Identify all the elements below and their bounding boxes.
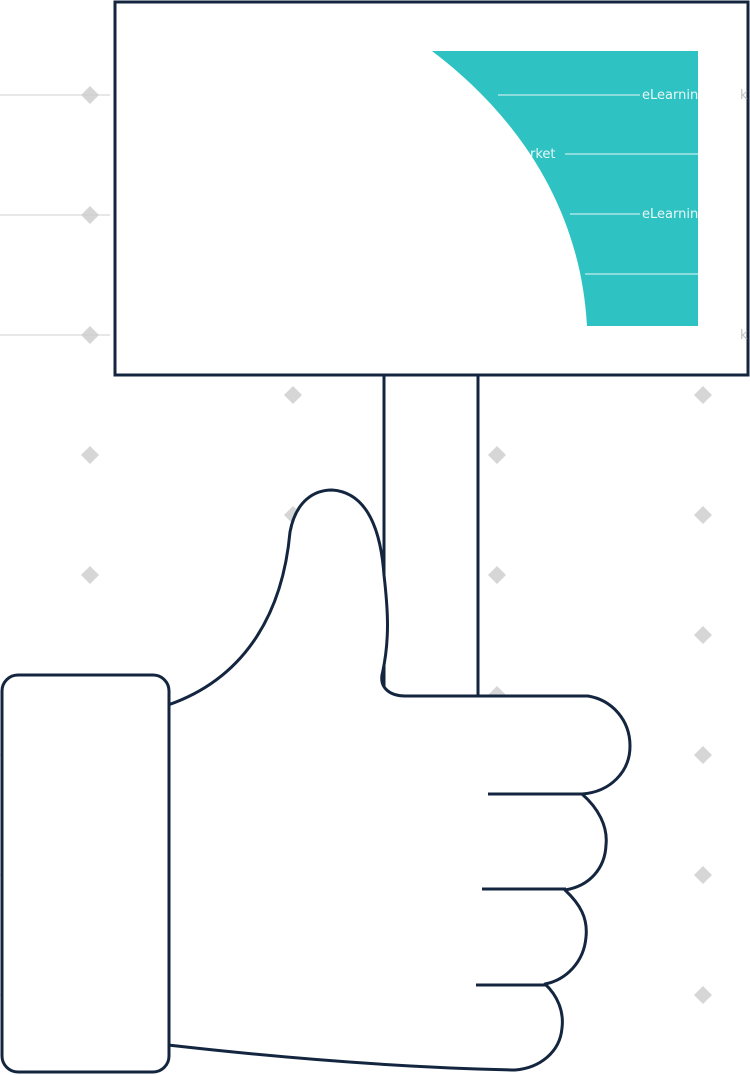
watermark-diamond <box>81 566 99 584</box>
watermark-diamond <box>488 566 506 584</box>
watermark-diamond <box>694 626 712 644</box>
watermark-text: k <box>740 328 748 343</box>
watermark-diamond <box>488 446 506 464</box>
watermark-overlay: eLearnin rket eLearnin k k <box>498 88 748 343</box>
watermark-text: eLearnin <box>642 207 698 222</box>
watermark-diamond <box>694 506 712 524</box>
watermark-text: eLearnin <box>642 88 698 103</box>
sign-accent-shape <box>432 51 698 326</box>
watermark-diamond <box>81 446 99 464</box>
sign-pole <box>382 372 480 702</box>
watermark-text: k <box>740 88 748 103</box>
watermark-diamond <box>284 386 302 404</box>
hand-fingers <box>166 488 632 1072</box>
watermark-text: rket <box>530 147 556 162</box>
watermark-diamond <box>694 386 712 404</box>
watermark-diamond <box>694 746 712 764</box>
watermark-diamond <box>694 986 712 1004</box>
watermark-diamond <box>694 866 712 884</box>
sleeve-cuff <box>0 673 171 1074</box>
